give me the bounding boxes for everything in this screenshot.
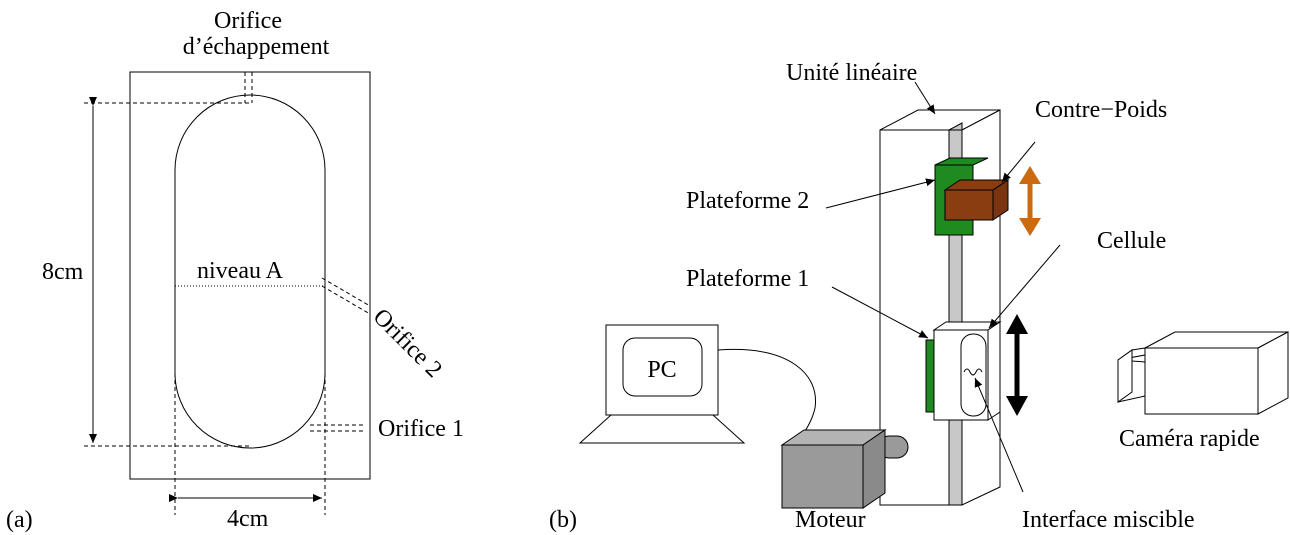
- camera-lens-side: [1117, 349, 1133, 403]
- level-a-label: niveau A: [197, 258, 284, 284]
- pc-screen: [622, 337, 703, 397]
- leader-cell: [988, 244, 1061, 329]
- orifice-2-line: [321, 277, 371, 307]
- camera-body: [1144, 347, 1259, 415]
- interface-label: Interface miscible: [1022, 507, 1195, 533]
- counterweight-motion-arrow: [1019, 166, 1041, 236]
- leader-interface: [974, 377, 1024, 493]
- pc-keyboard: [578, 414, 746, 444]
- height-label: 8cm: [42, 259, 84, 285]
- cell-label: Cellule: [1097, 228, 1166, 254]
- leader-counterweight: [1001, 141, 1036, 183]
- counterweight-block: [944, 189, 994, 221]
- platform-2-assembly: [934, 157, 1010, 236]
- orifice-1-label: Orifice 1: [378, 416, 464, 442]
- platform-2-label: Plateforme 2: [686, 188, 809, 214]
- exhaust-orifice-label-line1: Orifice: [214, 8, 282, 34]
- pc-cable: [717, 348, 817, 441]
- panel-a: 8cm 4cm niveau A Orifice 2 Orifice 1 Ori…: [6, 8, 464, 533]
- motor-front: [781, 444, 864, 509]
- orifice-2-line: [321, 285, 371, 315]
- camera-label: Caméra rapide: [1119, 426, 1260, 452]
- width-label: 4cm: [227, 506, 269, 532]
- panel-b: PC: [578, 81, 1289, 509]
- panel-a-tag: (a): [6, 507, 33, 533]
- linear-unit-label: Unité linéaire: [786, 60, 917, 86]
- exhaust-orifice-label-line2: d’échappement: [183, 34, 330, 60]
- pc-label: PC: [647, 357, 676, 383]
- cell-side: [987, 321, 1001, 421]
- platform-1-assembly: [925, 321, 1002, 421]
- pc-computer: PC: [578, 324, 817, 444]
- height-label-bg: [40, 258, 90, 286]
- linear-unit-rail-top: [948, 122, 963, 131]
- cell-motion-arrow: [1006, 314, 1028, 416]
- panel-b-tag: (b): [549, 507, 577, 533]
- motor: [780, 429, 909, 509]
- leader-platform-2: [825, 178, 936, 209]
- leader-platform-1: [831, 286, 929, 339]
- motor-label: Moteur: [795, 507, 866, 533]
- counterweight-label: Contre−Poids: [1035, 97, 1167, 123]
- leader-linear-unit: [914, 81, 936, 115]
- orifice-2-label: Orifice 2: [368, 304, 447, 383]
- fast-camera: [1117, 331, 1289, 415]
- platform-1-label: Plateforme 1: [686, 266, 809, 292]
- cell-outer-plate: [129, 71, 371, 480]
- miscible-interface-wave: [963, 368, 983, 376]
